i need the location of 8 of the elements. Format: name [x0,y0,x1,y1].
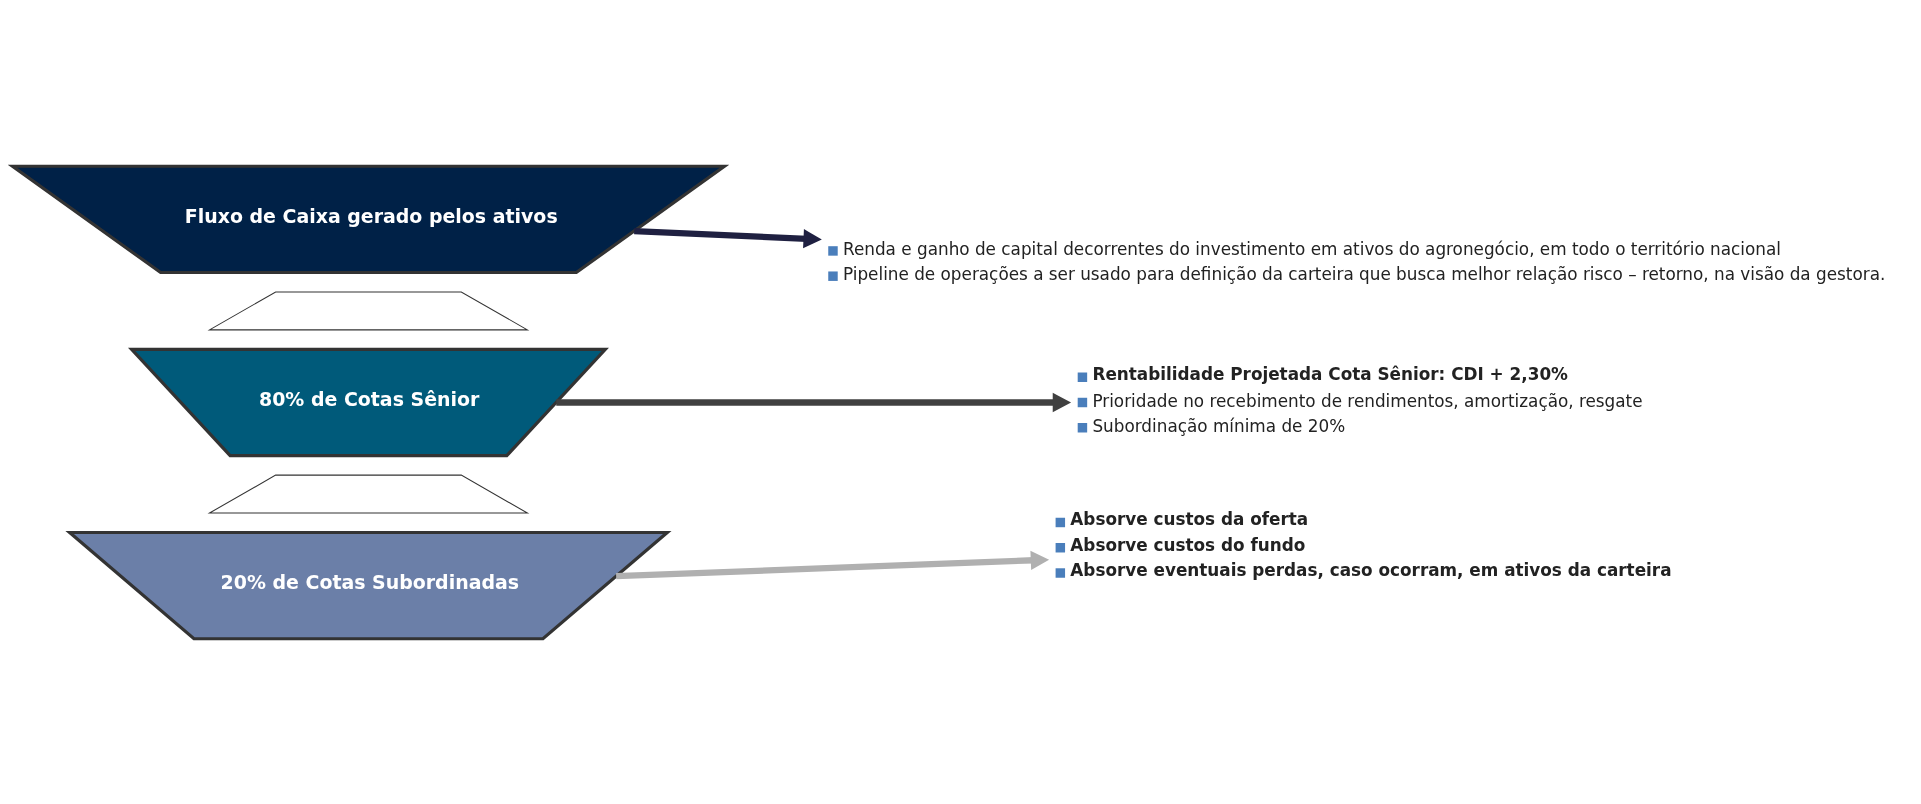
arrow [634,227,822,248]
arrow [616,550,1050,579]
node-text: Absorve custos da oferta Absorve custos do fundo Absorve eventuais perdas, caso ocorram, em ativos da carteira [1070,508,1672,580]
arrow [556,392,1072,412]
node-text: Renda e ganho de capital decorrentes do investimento em ativos do agronegócio, em todo o território nacional Pipeline de operações a ser usado para definição da carteira que busca melhor relação risco – retorno, na visão da gestora. [842,238,1886,284]
node-trapezium [207,290,530,330]
node-trapezium [207,474,530,514]
node-text: Rentabilidade Projetada Cota Sênior: CDI + 2,30% Prioridade no recebimento de rendimentos, amortização, resgate Subordinação mínima de 20% [1092,363,1643,436]
